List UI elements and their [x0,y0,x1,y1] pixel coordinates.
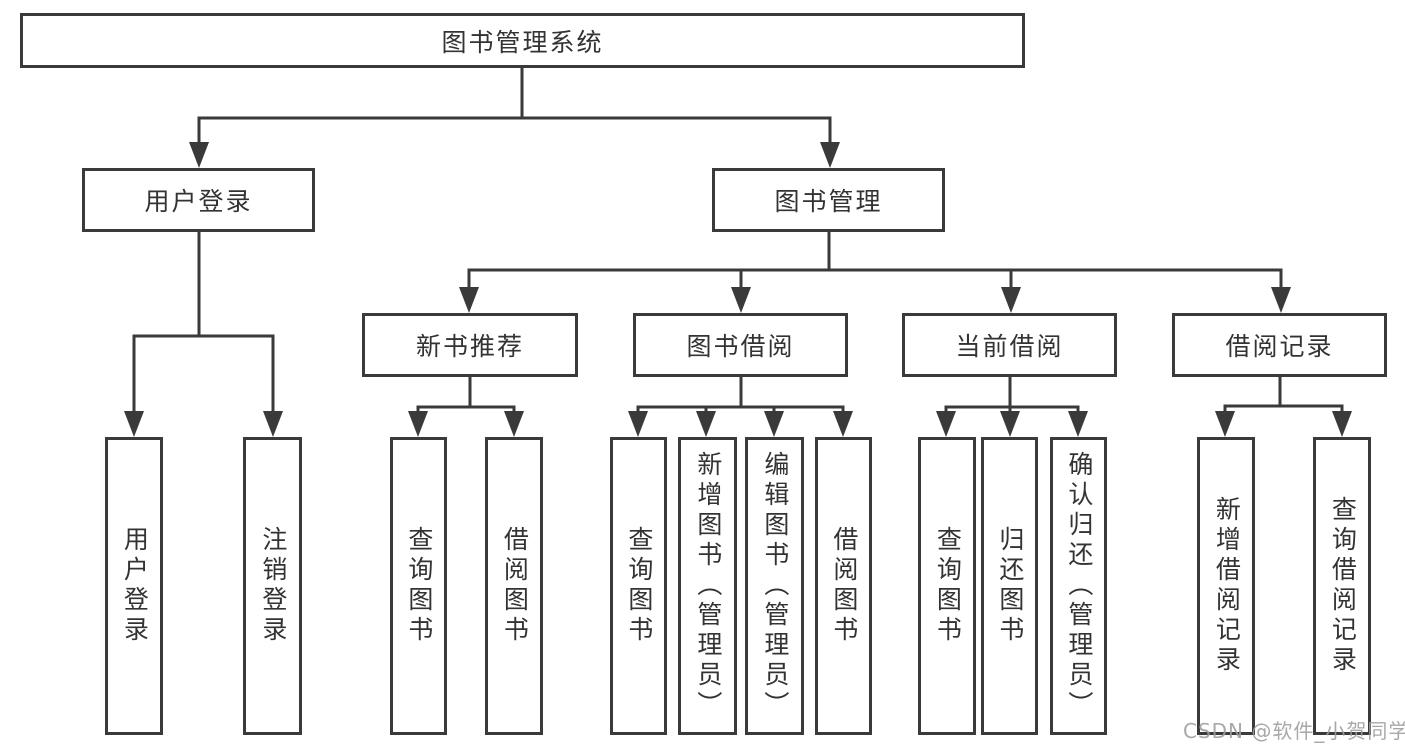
watermark: CSDN @软件_小贺同学 [1183,719,1405,743]
arrow-down-icon [1332,411,1352,437]
node-label: 归还图书 [995,526,1025,646]
arrow-down-icon [764,411,784,437]
node-label: 用户登录 [120,526,150,646]
arrow-down-icon [459,287,479,313]
arrow-down-icon [731,287,751,313]
arrow-down-icon [1068,411,1088,437]
node-leaf-query-books-3: 查询图书 [918,437,976,735]
arrow-down-icon [696,411,716,437]
node-label: 图书借阅 [686,332,795,361]
node-label: 查询图书 [933,526,963,646]
arrow-down-icon [124,411,144,437]
node-branch-book-management: 图书管理 [712,168,945,232]
node-label: 借阅记录 [1225,332,1334,361]
node-label: 用户登录 [144,187,253,216]
node-label: 当前借阅 [955,332,1064,361]
arrow-down-icon [263,411,283,437]
arrow-down-icon [1000,411,1020,437]
arrow-down-icon [1271,287,1291,313]
node-label: 借阅图书 [829,526,859,646]
arrow-down-icon [504,411,524,437]
arrow-down-icon [1215,411,1235,437]
arrow-down-icon [408,411,428,437]
node-label: 查询借阅记录 [1328,496,1358,676]
node-leaf-borrow-books-2: 借阅图书 [815,437,872,735]
arrow-down-icon [628,411,648,437]
node-label: 编辑图书（管理员） [760,451,790,721]
node-module-book-borrowing: 图书借阅 [633,313,848,377]
node-label: 新增借阅记录 [1212,496,1242,676]
node-module-borrowing-records: 借阅记录 [1172,313,1387,377]
node-leaf-query-books-2: 查询图书 [610,437,667,735]
arrow-down-icon [820,142,840,168]
node-leaf-edit-books-admin: 编辑图书（管理员） [745,437,804,735]
node-leaf-query-books-1: 查询图书 [390,437,447,735]
node-leaf-add-books-admin: 新增图书（管理员） [678,437,737,735]
node-leaf-return-books: 归还图书 [981,437,1038,735]
arrow-down-icon [833,411,853,437]
node-label: 注销登录 [258,526,288,646]
node-leaf-confirm-return-admin: 确认归还（管理员） [1050,437,1107,735]
node-leaf-query-borrow-record: 查询借阅记录 [1313,437,1371,735]
node-label: 新书推荐 [415,332,524,361]
node-leaf-user-login: 用户登录 [105,437,163,735]
arrow-down-icon [936,411,956,437]
node-label: 图书管理 [774,187,883,216]
node-branch-user-login: 用户登录 [82,168,315,232]
node-label: 借阅图书 [500,526,530,646]
node-label: 新增图书（管理员） [693,451,723,721]
arrow-down-icon [189,142,209,168]
node-module-new-book-recommend: 新书推荐 [362,313,578,377]
node-label: 查询图书 [624,526,654,646]
node-label: 查询图书 [404,526,434,646]
node-leaf-borrow-books-1: 借阅图书 [485,437,543,735]
node-module-current-borrowing: 当前借阅 [902,313,1117,377]
node-label: 图书管理系统 [441,27,604,57]
node-label: 确认归还（管理员） [1064,451,1094,721]
arrow-down-icon [1001,287,1021,313]
node-leaf-logout: 注销登录 [243,437,302,735]
node-root: 图书管理系统 [20,13,1025,68]
node-leaf-add-borrow-record: 新增借阅记录 [1197,437,1255,735]
